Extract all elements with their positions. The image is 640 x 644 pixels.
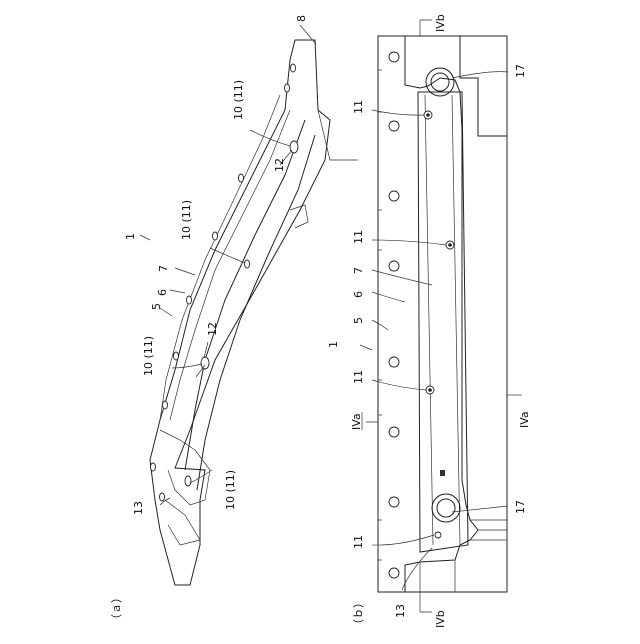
figure-b-bolts <box>424 111 454 538</box>
bolt-11-d <box>435 532 441 538</box>
label-11-d: 11 <box>352 535 365 549</box>
hole <box>389 52 399 62</box>
section-iva-left: IVa <box>350 413 363 430</box>
figure-b-bottom-detail <box>470 520 507 540</box>
hole <box>163 401 168 409</box>
section-ivb-bot: IVb <box>434 610 447 628</box>
label-10-low: 10 (11) <box>142 336 155 376</box>
figure-b-flange-holes <box>389 52 399 578</box>
label-11-c: 11 <box>352 370 365 384</box>
hole <box>389 357 399 367</box>
hole <box>389 191 399 201</box>
figure-b: （ｂ） IVb IVb IVa IVa 17 17 11 11 7 6 5 1 … <box>327 14 531 630</box>
figure-a-bottom-tab <box>165 500 200 545</box>
label-13-a: 13 <box>132 501 145 515</box>
bolt-11-a-core <box>426 113 430 117</box>
bolt-11-b-core <box>448 243 452 247</box>
figure-b-outer-frame <box>378 36 507 592</box>
hole <box>174 352 179 360</box>
bolt-10-mid <box>245 260 250 268</box>
figure-b-bottom-left-step <box>420 560 455 592</box>
figure-a-flange-line <box>170 110 290 420</box>
hole <box>239 174 244 182</box>
hole <box>160 493 165 501</box>
section-ivb-top: IVb <box>434 14 447 32</box>
boss-17-bot-inner <box>437 499 455 517</box>
label-7-b: 7 <box>352 267 365 274</box>
section-iva-right: IVa <box>518 411 531 428</box>
figure-b-leaders <box>360 72 508 590</box>
label-11-a: 11 <box>352 100 365 114</box>
label-10-top: 10 (11) <box>232 80 245 120</box>
hole <box>389 121 399 131</box>
label-8: 8 <box>295 15 308 22</box>
figure-b-panel-label: （ｂ） <box>352 597 365 630</box>
label-5: 5 <box>150 303 163 310</box>
hole <box>151 463 156 471</box>
figure-a-panel-label: （ａ） <box>110 592 123 625</box>
figure-a: （ａ） 8 10 (11) 12 10 (11) 1 7 6 5 12 10 (… <box>110 15 358 625</box>
hole <box>291 64 296 72</box>
label-10-bot: 10 (11) <box>224 470 237 510</box>
bolt-11-c-core <box>428 388 432 392</box>
label-17-bot: 17 <box>514 500 527 514</box>
label-5-b: 5 <box>352 317 365 324</box>
figure-a-strip-edge-outer <box>185 120 305 470</box>
figure-b-top-step <box>460 36 507 136</box>
hole <box>389 568 399 578</box>
label-6: 6 <box>156 289 169 296</box>
label-1: 1 <box>124 233 137 240</box>
figure-b-strip-outer <box>418 92 468 552</box>
figure-b-edge-ticks <box>378 70 382 560</box>
label-10-mid: 10 (11) <box>180 200 193 240</box>
hole <box>285 84 290 92</box>
hole <box>187 296 192 304</box>
figure-a-outer-outline <box>150 40 330 585</box>
label-1-b: 1 <box>327 341 340 348</box>
hole <box>389 427 399 437</box>
label-7: 7 <box>157 265 170 272</box>
figure-b-strip-inner-2 <box>452 95 460 545</box>
figure-a-flange-holes <box>151 64 296 501</box>
hole <box>389 261 399 271</box>
figure-b-section-markers <box>362 20 522 612</box>
hole <box>213 232 218 240</box>
bolt-marker <box>440 470 445 476</box>
label-13-b: 13 <box>394 604 407 618</box>
figure-b-strip-inner-1 <box>425 95 433 545</box>
label-17-top: 17 <box>514 64 527 78</box>
bolt-10-low <box>201 357 209 369</box>
figure-a-top-bracket <box>318 110 358 160</box>
boss-17-bot-outer <box>432 494 460 522</box>
label-11-b: 11 <box>352 230 365 244</box>
figure-a-notch <box>290 205 308 228</box>
figure-a-flange-line-2 <box>160 95 280 420</box>
hole <box>389 497 399 507</box>
bolt-10-bot <box>185 476 191 486</box>
label-12-low: 12 <box>206 322 219 336</box>
label-6-b: 6 <box>352 291 365 298</box>
label-12-top: 12 <box>273 158 286 172</box>
